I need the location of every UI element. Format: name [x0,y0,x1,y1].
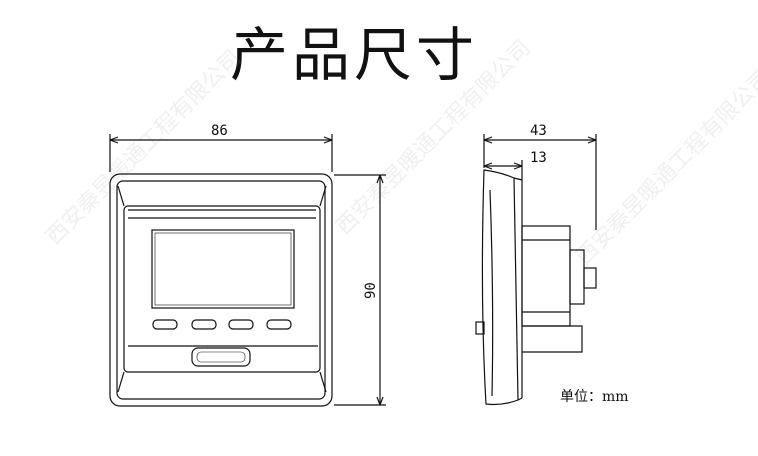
button-shape [152,319,178,330]
width-dimension-label: 86 [211,123,228,139]
inner-dimension-label: 13 [530,150,547,166]
side-view [475,134,597,406]
button-shape [228,319,254,330]
unit-label: 单位：mm [560,389,629,405]
page-title: 产品尺寸 [229,21,478,89]
button-shape [191,319,217,330]
bottom-tab [191,347,251,367]
display-screen [151,229,295,309]
button-shape [266,319,292,330]
height-dimension-label: 90 [363,282,379,299]
depth-dimension-label: 43 [530,123,547,139]
front-view [109,134,386,407]
